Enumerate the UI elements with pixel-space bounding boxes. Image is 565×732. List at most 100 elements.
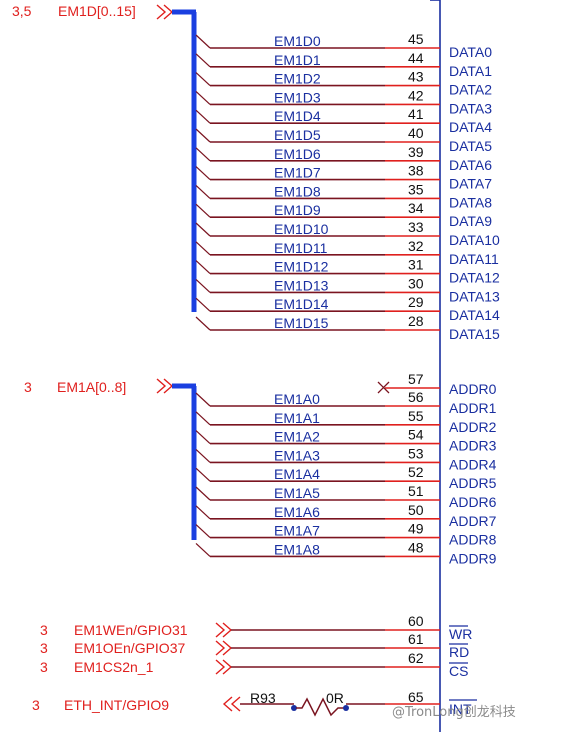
pin-number: 62: [408, 650, 424, 666]
bus-entry: [195, 392, 211, 407]
int-sheet-ref: 3: [32, 697, 40, 713]
net-label: EM1D9: [274, 202, 321, 218]
pin-name: DATA15: [449, 326, 500, 342]
int-port-label: ETH_INT/GPIO9: [64, 697, 169, 713]
ctrl-sheet-ref: 3: [40, 622, 48, 638]
pin-name: WR: [449, 626, 472, 642]
bus-entry: [195, 297, 211, 312]
net-label: EM1D15: [274, 315, 329, 331]
addr-bus-sheet-ref: 3: [24, 379, 32, 395]
int-pin-name: INT: [449, 701, 472, 717]
pin-number: 51: [408, 483, 424, 499]
pin-number: 29: [408, 294, 424, 310]
bus-entry: [195, 72, 211, 87]
pin-name: DATA13: [449, 288, 500, 304]
bus-entry: [195, 411, 211, 426]
pin-name: DATA3: [449, 100, 492, 116]
pin-number: 50: [408, 502, 424, 518]
net-label: EM1D7: [274, 165, 321, 181]
bus-entry: [195, 222, 211, 237]
bus-entry: [195, 542, 211, 557]
bus-entry: [195, 53, 211, 68]
net-label: EM1A6: [274, 504, 320, 520]
net-label: EM1D6: [274, 146, 321, 162]
pin-name: DATA6: [449, 157, 492, 173]
net-label: EM1D11: [274, 240, 328, 256]
pin-name: DATA5: [449, 138, 492, 154]
pin-name: DATA9: [449, 213, 492, 229]
net-label: EM1A2: [274, 429, 320, 445]
net-label: EM1D1: [274, 52, 321, 68]
pin-number: 48: [408, 539, 424, 555]
bus-entry: [195, 486, 211, 501]
resistor-value: 0R: [326, 690, 344, 706]
addr-bus-port-label: EM1A[0..8]: [57, 379, 126, 395]
net-label: EM1D3: [274, 89, 321, 105]
data-bus-port-label: EM1D[0..15]: [58, 3, 136, 19]
net-label: EM1D12: [274, 259, 329, 275]
ctrl-sheet-ref: 3: [40, 640, 48, 656]
pin-number: 45: [408, 31, 424, 47]
bus-entry: [195, 34, 211, 49]
pin-name: ADDR7: [449, 513, 497, 529]
bus-entry: [195, 128, 211, 143]
ctrl-sheet-ref: 3: [40, 659, 48, 675]
port-arrow-icon: [215, 659, 226, 675]
net-label: EM1A0: [274, 391, 320, 407]
watermark: @TronLong创龙科技: [392, 705, 516, 720]
bus-entry: [195, 166, 211, 181]
bus-entry: [195, 203, 211, 218]
net-label: EM1A1: [274, 410, 320, 426]
net-label: EM1D14: [274, 296, 329, 312]
data-bus-sheet-ref: 3,5: [12, 3, 32, 19]
pin-number: 34: [408, 200, 424, 216]
pin-name: DATA10: [449, 232, 500, 248]
pin-number: 28: [408, 313, 424, 329]
pin-number: 38: [408, 163, 424, 179]
pin-name: RD: [449, 644, 469, 660]
bus-entry: [195, 524, 211, 539]
bus-entry: [195, 90, 211, 105]
pin-name: DATA7: [449, 176, 492, 192]
ctrl-port-label: EM1OEn/GPIO37: [74, 640, 185, 656]
pin-number: 39: [408, 144, 424, 160]
pin-name: DATA0: [449, 44, 492, 60]
pin-name: ADDR3: [449, 438, 497, 454]
net-label: EM1A7: [274, 523, 320, 539]
nc-pin-name: ADDR0: [449, 381, 497, 397]
pin-name: DATA14: [449, 307, 500, 323]
net-label: EM1D10: [274, 221, 329, 237]
pin-name: DATA8: [449, 194, 492, 210]
pin-name: CS: [449, 663, 468, 679]
bus-entry: [195, 147, 211, 162]
bus-entry: [195, 109, 211, 124]
net-label: EM1A4: [274, 466, 320, 482]
pin-name: ADDR1: [449, 400, 497, 416]
nc-pin-number: 57: [408, 371, 424, 387]
port-arrow-icon: [215, 622, 226, 638]
pin-name: ADDR6: [449, 494, 497, 510]
port-arrow-icon: [215, 640, 226, 656]
pin-name: DATA12: [449, 270, 500, 286]
addr-bus-port-arrow: [156, 378, 174, 394]
pin-name: DATA2: [449, 82, 492, 98]
pin-number: 35: [408, 181, 424, 197]
net-label: EM1D4: [274, 108, 321, 124]
pin-name: ADDR9: [449, 550, 497, 566]
pin-number: 33: [408, 219, 424, 235]
bus-entry: [195, 278, 211, 293]
pin-number: 31: [408, 257, 424, 273]
pin-name: ADDR4: [449, 456, 497, 472]
int-pin-number: 65: [408, 689, 424, 705]
bus-entry: [195, 467, 211, 482]
net-label: EM1A8: [274, 541, 320, 557]
pin-name: ADDR8: [449, 532, 497, 548]
pin-name: DATA1: [449, 63, 492, 79]
pin-number: 52: [408, 464, 424, 480]
junction-dot: [343, 705, 349, 711]
net-label: EM1A3: [274, 447, 320, 463]
pin-number: 54: [408, 427, 424, 443]
no-connect-icon: [377, 381, 390, 394]
bus-entry: [195, 448, 211, 463]
